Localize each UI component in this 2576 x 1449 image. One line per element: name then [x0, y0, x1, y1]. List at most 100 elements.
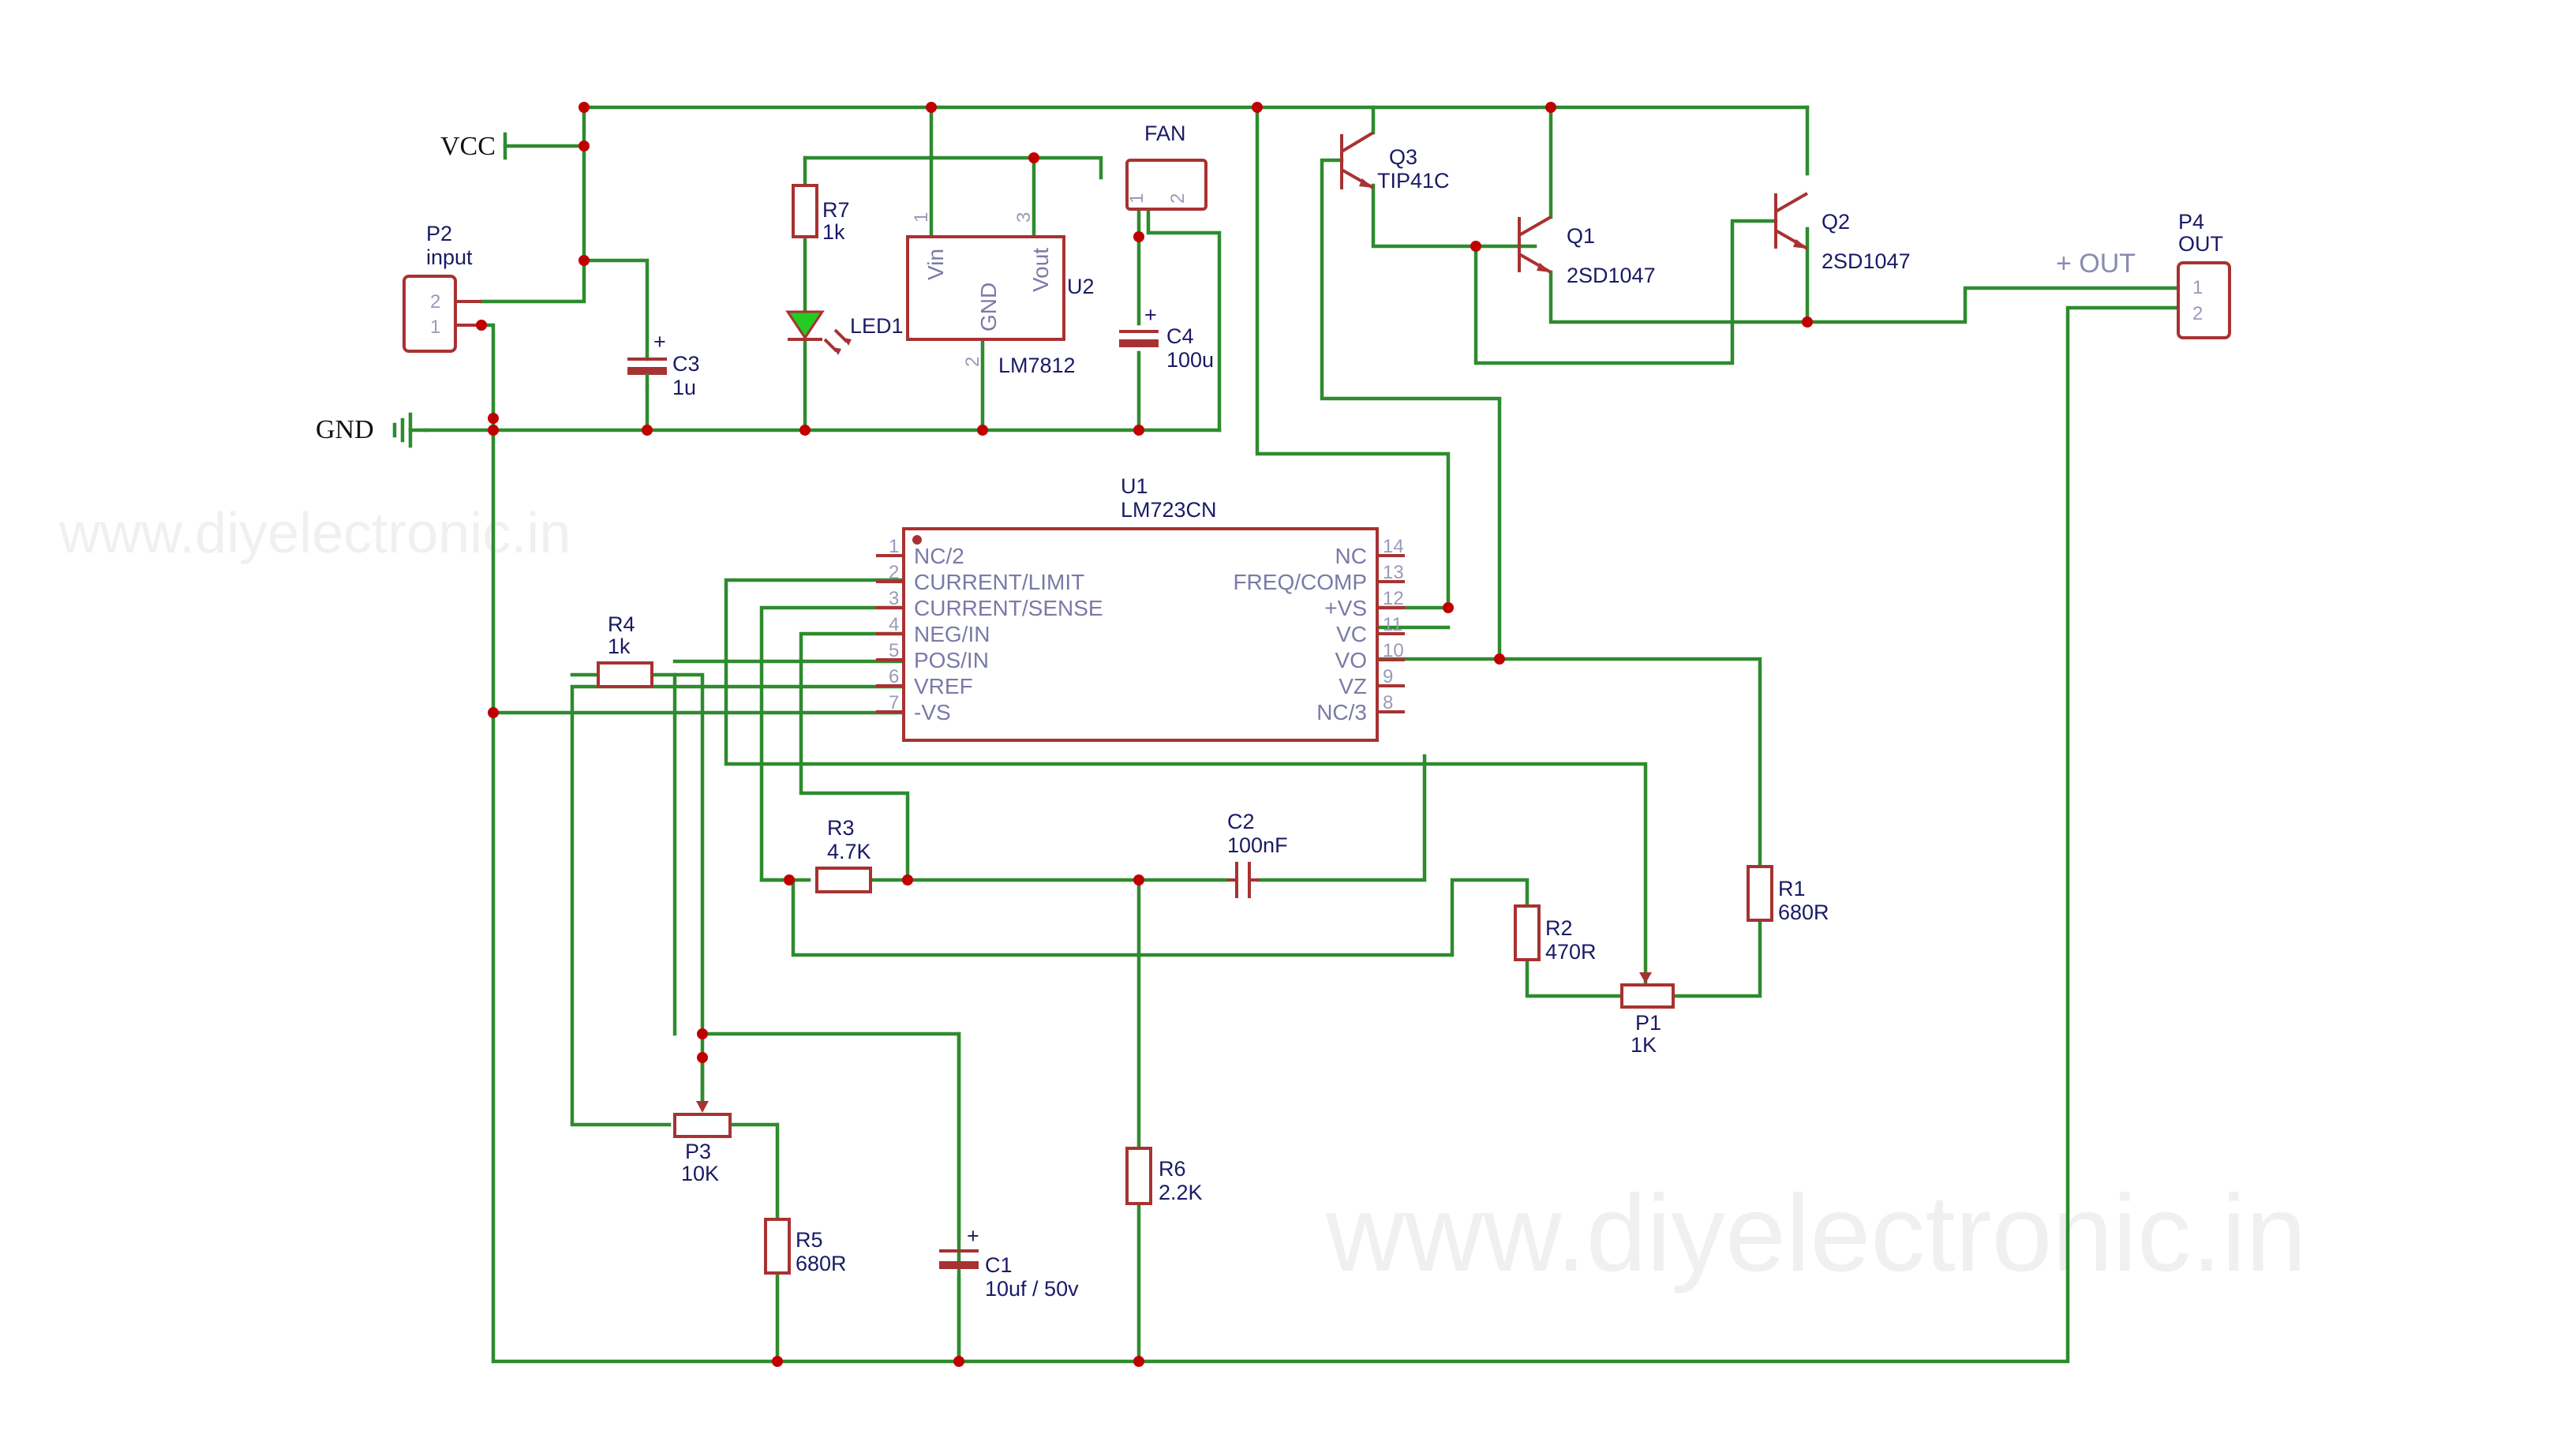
- u2-gnd-label: GND: [976, 283, 1001, 331]
- q1-value: 2SD1047: [1567, 264, 1656, 287]
- capacitor-c4: + C4 100u: [1119, 303, 1214, 372]
- r4-value: 1k: [608, 635, 631, 658]
- fan-pin2: 2: [1167, 193, 1189, 204]
- potentiometer-p1: P1 1K: [1620, 972, 1675, 1057]
- p2-value: input: [426, 245, 473, 269]
- u1-right-pins: 14 13 12 11 10 9 8 NC FREQ/COMP +VS VC V…: [1233, 536, 1405, 724]
- c1-polarity: +: [967, 1224, 979, 1248]
- u1-left-pins: 1 2 3 4 5 6 7 NC/2 CURRENT/LIMIT CURRENT…: [876, 536, 1103, 724]
- fan-connector: 1 2 FAN: [1125, 122, 1208, 211]
- r6-value: 2.2K: [1159, 1181, 1203, 1204]
- resistor-r1: R1 680R: [1747, 865, 1829, 924]
- c3-value: 1u: [672, 376, 696, 399]
- u1-pin-name: NC: [1335, 544, 1367, 568]
- connector-p2: 2 1 P2 input: [402, 222, 481, 353]
- u1-pin-name: VREF: [914, 674, 973, 698]
- resistor-r3: R3 4.7K: [815, 816, 872, 893]
- wires: [424, 105, 2188, 1364]
- resistor-r7: R7 1k: [792, 184, 850, 244]
- transistor-q1: Q1 2SD1047: [1518, 215, 1656, 287]
- u1-value: LM723CN: [1121, 498, 1217, 522]
- u1-ref: U1: [1121, 474, 1148, 498]
- led1-ref: LED1: [850, 314, 904, 338]
- net-label-out: + OUT: [2056, 249, 2136, 279]
- u1-pin-name: VO: [1335, 648, 1367, 672]
- led1: LED1: [785, 310, 904, 355]
- u1-pin-num: 7: [889, 692, 899, 713]
- u1-pin-num: 5: [889, 640, 899, 661]
- p2-pin-top: 2: [430, 291, 440, 313]
- r7-value: 1k: [822, 220, 845, 244]
- transistor-q2: Q2 2SD1047: [1774, 192, 1911, 273]
- u1-pin-num: 1: [889, 536, 899, 557]
- resistor-r4: R4 1k: [597, 612, 653, 688]
- p1-ref: P1: [1635, 1011, 1661, 1035]
- c2-ref: C2: [1227, 810, 1255, 833]
- transistor-q3: Q3 TIP41C: [1340, 131, 1450, 193]
- connector-p4: 1 2 P4 OUT: [2177, 210, 2231, 339]
- u2-value: LM7812: [998, 354, 1076, 377]
- regulator-u2: Vin Vout GND 1 3 2 U2 LM7812: [906, 212, 1095, 377]
- u1-pin-name: POS/IN: [914, 648, 989, 672]
- junctions: [476, 102, 1813, 1367]
- p4-value: OUT: [2178, 232, 2223, 256]
- r3-ref: R3: [827, 816, 855, 840]
- u1-pin-num: 3: [889, 588, 899, 609]
- c2-value: 100nF: [1227, 833, 1288, 857]
- r5-ref: R5: [796, 1228, 823, 1252]
- vcc-symbol: VCC: [440, 132, 507, 161]
- u1-pin-num: 13: [1383, 562, 1404, 583]
- q3-ref: Q3: [1389, 145, 1417, 169]
- ic-u1: U1 LM723CN 1 2 3 4 5 6 7 NC/2 CURRENT/LI…: [876, 474, 1405, 742]
- r6-ref: R6: [1159, 1157, 1186, 1181]
- u1-pin-num: 11: [1383, 614, 1402, 635]
- u1-pin-num: 12: [1383, 588, 1404, 609]
- u2-pin1: 1: [911, 212, 932, 223]
- p2-pin-bottom: 1: [430, 316, 440, 338]
- capacitor-c2: C2 100nF: [1227, 810, 1288, 898]
- gnd-symbol: GND: [316, 412, 429, 448]
- watermark-large: www.diyelectronic.in: [1325, 1173, 2306, 1294]
- fan-pin1: 1: [1126, 193, 1148, 204]
- c3-polarity: +: [653, 330, 666, 354]
- u1-pin-num: 9: [1383, 666, 1393, 687]
- u1-pin-name: NC/3: [1316, 700, 1367, 724]
- u2-vin-label: Vin: [923, 249, 948, 280]
- p4-pin-top: 1: [2192, 277, 2203, 298]
- resistor-r5: R5 680R: [764, 1218, 847, 1275]
- r5-value: 680R: [796, 1252, 847, 1275]
- c3-ref: C3: [672, 352, 700, 376]
- r2-value: 470R: [1545, 940, 1597, 964]
- c1-value: 10uf / 50v: [985, 1277, 1079, 1301]
- p3-value: 10K: [681, 1162, 719, 1185]
- u1-pin-num: 8: [1383, 692, 1393, 713]
- p3-ref: P3: [685, 1140, 711, 1163]
- q2-value: 2SD1047: [1822, 249, 1911, 273]
- c4-ref: C4: [1166, 324, 1194, 348]
- c4-polarity: +: [1144, 303, 1157, 327]
- r1-value: 680R: [1778, 900, 1829, 924]
- r7-ref: R7: [822, 198, 850, 222]
- u1-pin-num: 4: [889, 614, 899, 635]
- u1-pin-num: 14: [1383, 536, 1404, 557]
- q3-value: TIP41C: [1377, 169, 1450, 193]
- resistor-r6: R6 2.2K: [1125, 1147, 1203, 1205]
- potentiometer-p3: P3 10K: [673, 1055, 732, 1185]
- p2-ref: P2: [426, 222, 452, 245]
- p1-value: 1K: [1631, 1033, 1657, 1057]
- u1-pin-name: CURRENT/SENSE: [914, 596, 1103, 620]
- r2-ref: R2: [1545, 916, 1573, 940]
- r3-value: 4.7K: [827, 840, 871, 863]
- watermark-small: www.diyelectronic.in: [58, 502, 571, 565]
- u1-pin-num: 10: [1383, 640, 1404, 661]
- u2-pin2: 2: [962, 357, 983, 367]
- u2-vout-label: Vout: [1028, 248, 1053, 292]
- u1-pin-name: -VS: [914, 700, 951, 724]
- u1-pin-name: VC: [1336, 622, 1367, 646]
- u1-pin-name: FREQ/COMP: [1233, 570, 1367, 594]
- u1-pin-name: NEG/IN: [914, 622, 990, 646]
- u1-pin-num: 2: [889, 562, 899, 583]
- gnd-label: GND: [316, 415, 374, 444]
- u1-pin-name: VZ: [1339, 674, 1367, 698]
